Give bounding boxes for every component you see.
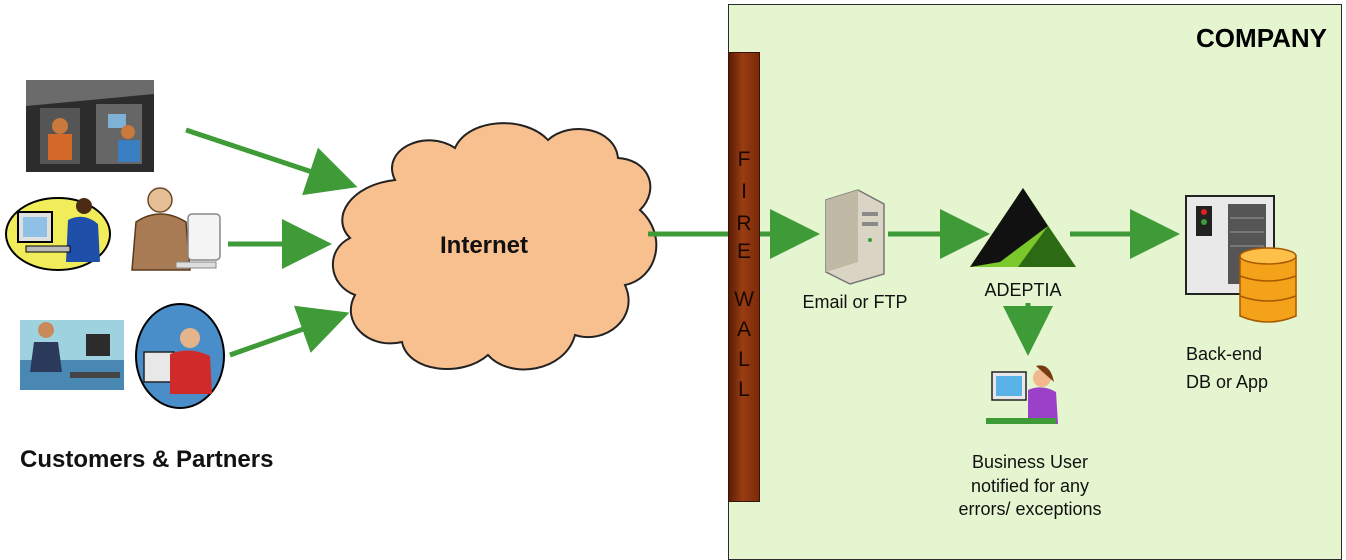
arrow-operator-to-cloud: [229, 305, 350, 358]
firewall-letter: A: [736, 318, 751, 341]
firewall-bar: F I R E W A L L: [728, 52, 760, 502]
business-user-label-line1: Business User: [971, 452, 1089, 472]
internet-cloud: [332, 122, 658, 371]
man-at-computer-clipart-icon: [5, 197, 111, 271]
firewall-letter: R: [736, 212, 752, 235]
email-ftp-label: Email or FTP: [802, 292, 908, 312]
office-workers-clipart-icon: [26, 80, 154, 172]
firewall-letter: W: [734, 288, 754, 311]
business-user-icon: [986, 365, 1058, 424]
backend-label-line2: DB or App: [1186, 372, 1269, 392]
customers-partners-label: Customers & Partners: [20, 446, 274, 473]
firewall-letter: E: [736, 240, 751, 263]
firewall-letter: F: [737, 148, 751, 171]
business-user-label-line2: notified for any: [970, 476, 1090, 496]
headset-operator-clipart-icon: [135, 303, 225, 409]
adeptia-logo-icon: [970, 188, 1076, 267]
firewall-letter: I: [741, 180, 747, 203]
internet-label: Internet: [440, 232, 529, 259]
server-tower-icon: [825, 189, 885, 285]
firewall-letter: L: [738, 378, 750, 401]
businessman-typing-clipart-icon: [131, 187, 221, 271]
company-title: COMPANY: [1196, 23, 1327, 53]
woman-desk-clipart-icon: [20, 320, 124, 390]
firewall-letter: L: [738, 348, 750, 371]
database-server-icon: [1185, 195, 1297, 323]
arrow-office-to-cloud: [185, 127, 358, 196]
business-user-label-line3: errors/ exceptions: [958, 499, 1102, 519]
backend-label-line1: Back-end: [1186, 344, 1263, 364]
adeptia-label: ADEPTIA: [984, 280, 1062, 300]
